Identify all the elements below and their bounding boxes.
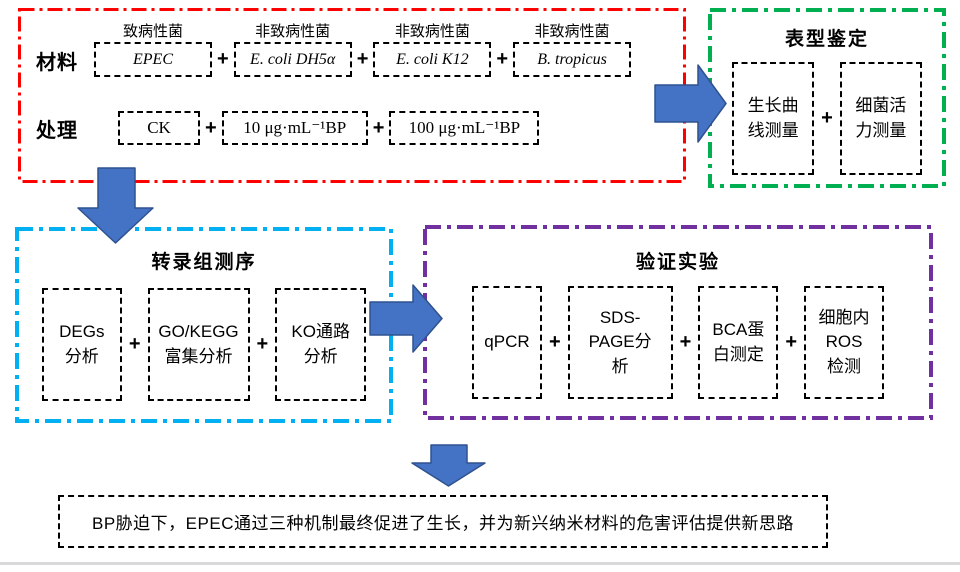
- validation-item-box: SDS-PAGE分析: [567, 286, 673, 399]
- treatment-box: CK: [118, 111, 200, 145]
- plus-separator: +: [821, 107, 833, 129]
- bottom-divider: [0, 562, 960, 565]
- material-item: 致病性菌 EPEC: [94, 21, 212, 77]
- arrow-down-icon: [77, 167, 154, 244]
- material-box: E. coli DH5α: [233, 42, 352, 77]
- treatments-row: CK + 10 μg·mL⁻¹BP + 100 μg·mL⁻¹BP: [118, 111, 540, 145]
- plus-separator: +: [256, 333, 269, 355]
- plus-separator: +: [372, 116, 385, 139]
- phenotype-group: 表型鉴定 生长曲线测量 + 细菌活力测量: [708, 8, 946, 188]
- purple-dashed-border: [423, 225, 933, 420]
- phenotype-title: 表型鉴定: [784, 29, 869, 50]
- phenotype-item-box: 生长曲线测量: [732, 62, 815, 175]
- plus-separator: +: [128, 333, 141, 355]
- validation-item-box: BCA蛋白测定: [698, 286, 779, 399]
- transcriptome-item-box: KO通路分析: [275, 288, 367, 401]
- validation-title: 验证实验: [635, 252, 720, 273]
- treatment-box: 100 μg·mL⁻¹BP: [389, 111, 540, 145]
- material-category-label: 非致病性菌: [534, 23, 610, 40]
- transcriptome-item-box: DEGs分析: [41, 288, 122, 401]
- transcriptome-items: DEGs分析 + GO/KEGG富集分析 + KO通路分析: [15, 288, 393, 401]
- plus-separator: +: [356, 48, 369, 70]
- material-category-label: 非致病性菌: [255, 23, 331, 40]
- phenotype-item-box: 细菌活力测量: [839, 62, 922, 175]
- arrow-right-icon: [654, 64, 727, 143]
- validation-item-box: 细胞内ROS检测: [804, 286, 885, 399]
- treatment-box: 10 μg·mL⁻¹BP: [221, 111, 368, 145]
- phenotype-items: 生长曲线测量 + 细菌活力测量: [708, 62, 946, 175]
- validation-items: qPCR + SDS-PAGE分析 + BCA蛋白测定 + 细胞内ROS检测: [423, 286, 933, 399]
- material-item: 非致病性菌 E. coli K12: [373, 21, 492, 77]
- plus-separator: +: [496, 48, 509, 70]
- material-item: 非致病性菌 E. coli DH5α: [233, 21, 352, 77]
- material-category-label: 非致病性菌: [394, 23, 470, 40]
- arrow-right-icon: [369, 284, 443, 353]
- material-category-label: 致病性菌: [122, 23, 183, 40]
- validation-group: 验证实验 qPCR + SDS-PAGE分析 + BCA蛋白测定 + 细胞内RO…: [423, 225, 933, 420]
- material-box: E. coli K12: [373, 42, 492, 77]
- plus-separator: +: [205, 116, 217, 139]
- material-box: EPEC: [94, 42, 212, 77]
- transcriptome-title: 转录组测序: [151, 252, 257, 273]
- material-item: 非致病性菌 B. tropicus: [513, 21, 632, 77]
- plus-separator: +: [548, 331, 561, 353]
- materials-row: 致病性菌 EPEC + 非致病性菌 E. coli DH5α + 非致病性菌 E…: [94, 21, 632, 77]
- validation-item-box: qPCR: [471, 286, 542, 399]
- transcriptome-group: 转录组测序 DEGs分析 + GO/KEGG富集分析 + KO通路分析: [15, 227, 393, 423]
- materials-treatments-group: 材料 致病性菌 EPEC + 非致病性菌 E. coli DH5α + 非致病性…: [18, 8, 686, 183]
- green-dashed-border: [708, 8, 946, 188]
- materials-row-label: 材料: [36, 52, 78, 74]
- conclusion-box: BP胁迫下，EPEC通过三种机制最终促进了生长，并为新兴纳米材料的危害评估提供新…: [58, 495, 828, 548]
- plus-separator: +: [217, 48, 229, 70]
- arrow-down-icon: [411, 444, 486, 487]
- conclusion-text: BP胁迫下，EPEC通过三种机制最终促进了生长，并为新兴纳米材料的危害评估提供新…: [92, 514, 794, 533]
- transcriptome-item-box: GO/KEGG富集分析: [147, 288, 250, 401]
- material-box: B. tropicus: [513, 42, 632, 77]
- plus-separator: +: [679, 331, 692, 353]
- treatments-row-label: 处理: [36, 120, 78, 142]
- plus-separator: +: [785, 331, 798, 353]
